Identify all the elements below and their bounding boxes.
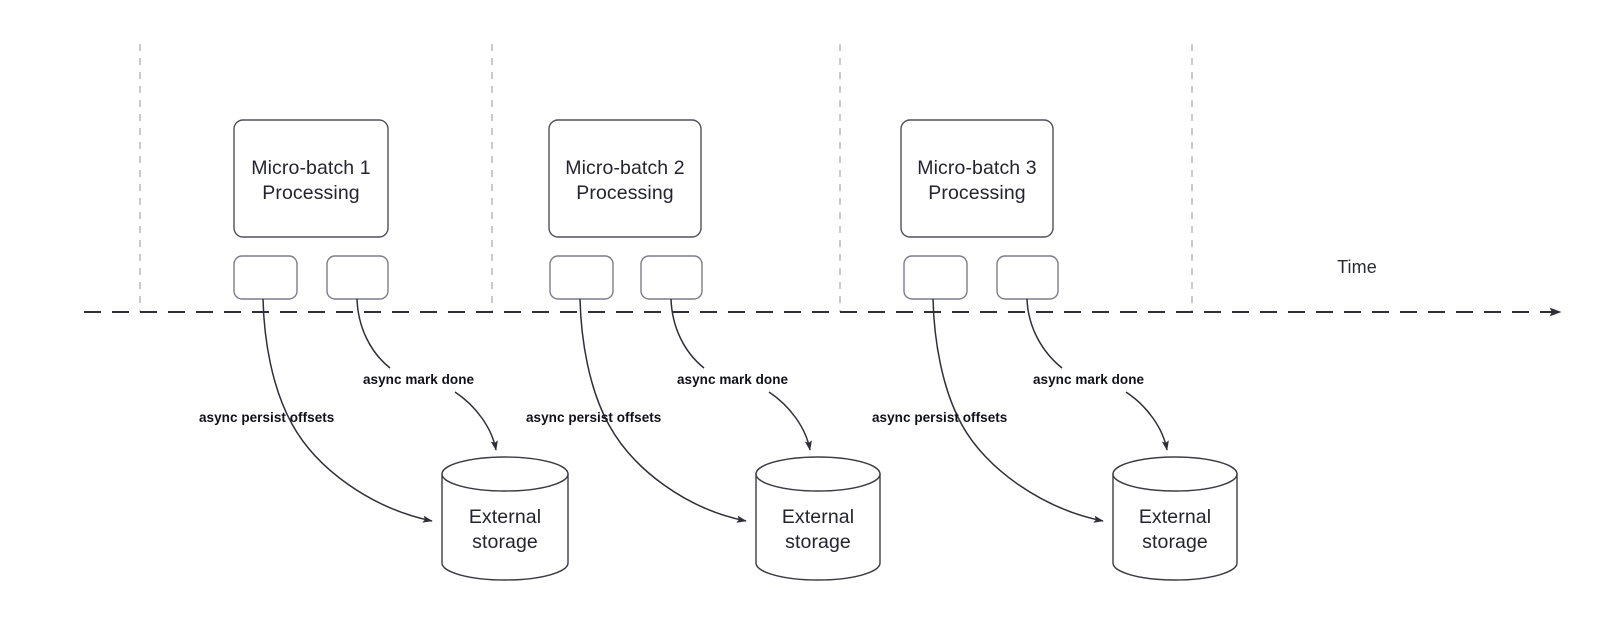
edge-3-persist-offsets <box>932 298 1104 523</box>
micro-batch-3-box[interactable] <box>900 119 1054 238</box>
edge-2-persist-offsets <box>579 298 747 523</box>
task-box-1-right[interactable] <box>326 255 389 300</box>
micro-batch-2-box[interactable] <box>548 119 702 238</box>
group-1 <box>233 119 569 581</box>
edge-label-2-mark-done: async mark done <box>677 372 789 387</box>
external-storage-3[interactable] <box>1112 456 1238 581</box>
task-box-3-left[interactable] <box>903 255 968 300</box>
edge-3-mark-done <box>1026 298 1063 369</box>
edge-1-persist-offsets <box>262 298 433 523</box>
task-box-1-left[interactable] <box>233 255 298 300</box>
micro-batch-1-box[interactable] <box>233 119 389 238</box>
external-storage-2[interactable] <box>755 456 881 581</box>
group-2 <box>548 119 881 581</box>
edge-label-1-persist-offsets: async persist offsets <box>199 410 335 425</box>
task-box-3-right[interactable] <box>996 255 1059 300</box>
edge-2-mark-done <box>670 298 705 369</box>
edge-label-3-persist-offsets: async persist offsets <box>872 410 1008 425</box>
edge-label-3-mark-done: async mark done <box>1033 372 1145 387</box>
edge-1-mark-done <box>356 298 391 369</box>
task-box-2-left[interactable] <box>549 255 614 300</box>
group-3 <box>900 119 1238 581</box>
edge-2-mark-done-tail <box>768 391 812 451</box>
task-box-2-right[interactable] <box>640 255 703 300</box>
edge-label-2-persist-offsets: async persist offsets <box>526 410 662 425</box>
edge-1-mark-done-tail <box>454 391 498 451</box>
edge-label-1-mark-done: async mark done <box>363 372 475 387</box>
external-storage-1[interactable] <box>441 456 569 581</box>
boundary-guides <box>139 44 1193 312</box>
edge-3-mark-done-tail <box>1125 391 1169 451</box>
